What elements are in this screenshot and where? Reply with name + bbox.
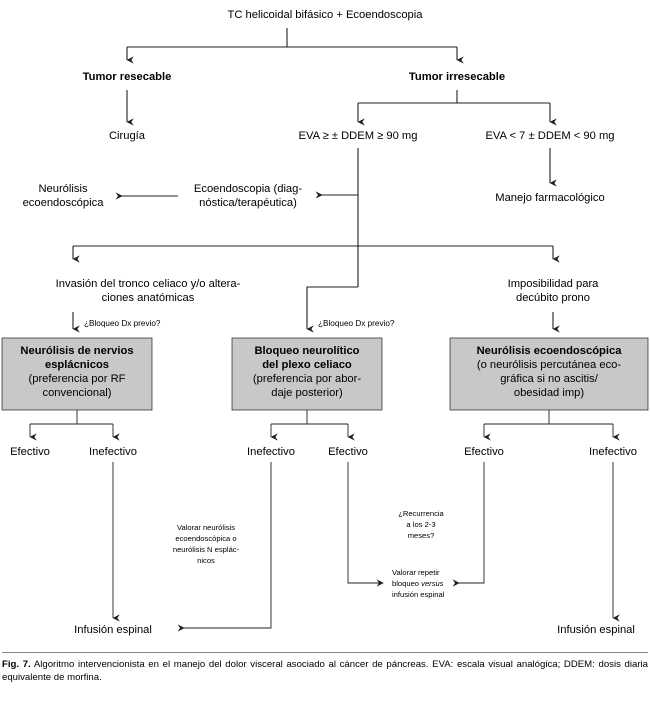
box2-line1: Bloqueo neurolítico bbox=[254, 345, 359, 357]
caption-divider bbox=[2, 652, 648, 653]
annotation-valorar-repetir-line3: infusión espinal bbox=[392, 590, 445, 599]
box-neurolisis-ecoendoscopica[interactable] bbox=[449, 337, 649, 411]
node-ecoendoscopia-line1: Ecoendoscopia (diag- bbox=[194, 183, 302, 195]
node-invasion-tronco-line1: Invasión del tronco celiaco y/o altera- bbox=[56, 278, 241, 290]
box2-line4: daje posterior) bbox=[271, 387, 343, 399]
box1-line3: (preferencia por RF bbox=[29, 373, 126, 385]
edge-label-bloqueo-dx-middle: ¿Bloqueo Dx previo? bbox=[318, 319, 395, 328]
edge-box3-efectivo-to-valorar-repetir bbox=[452, 462, 485, 587]
figure-caption-text: Algoritmo intervencionista en el manejo … bbox=[2, 659, 648, 684]
outcome-box2-left: Inefectivo bbox=[247, 446, 295, 458]
annotation-recurrencia-line2: a los 2-3 bbox=[406, 520, 435, 529]
box1-line1: Neurólisis de nervios bbox=[20, 345, 133, 357]
box3-line1: Neurólisis ecoendoscópica bbox=[477, 345, 623, 357]
flowchart-diagram: TC helicoidal bifásico + Ecoendoscopia T… bbox=[1, 9, 649, 636]
annotation-valorar-neurolisis-line3: neurólisis N esplác- bbox=[173, 545, 240, 554]
outcome-box1-right: Inefectivo bbox=[89, 446, 137, 458]
annotation-valorar-neurolisis-line2: ecoendoscópica o bbox=[175, 534, 236, 543]
edge-box2-inefectivo-to-infusion bbox=[177, 462, 272, 632]
annotation-valorar-repetir-line1: Valorar repetir bbox=[392, 568, 440, 577]
node-infusion-espinal-right: Infusión espinal bbox=[557, 624, 635, 636]
box2-line3: (preferencia por abor- bbox=[253, 373, 361, 385]
outcome-box3-right: Inefectivo bbox=[589, 446, 637, 458]
annotation-valorar-neurolisis-line1: Valorar neurólisis bbox=[177, 523, 235, 532]
node-manejo-farmacologico-label: Manejo farmacológico bbox=[495, 192, 604, 204]
node-eva-low-label: EVA < 7 ± DDEM < 90 mg bbox=[485, 130, 614, 142]
node-imposibilidad-line1: Imposibilidad para bbox=[508, 278, 600, 290]
box-neurolisis-esplacnicos[interactable] bbox=[1, 337, 153, 411]
outcome-box1-left: Efectivo bbox=[10, 446, 50, 458]
node-imposibilidad-line2: decúbito prono bbox=[516, 292, 590, 304]
box1-line4: convencional) bbox=[42, 387, 111, 399]
node-cirugia-label: Cirugía bbox=[109, 130, 146, 142]
box3-line3: gráfica si no ascitis/ bbox=[500, 373, 599, 385]
box2-line2: del plexo celiaco bbox=[262, 359, 352, 371]
edge-box2-efectivo-to-valorar-repetir bbox=[347, 462, 384, 587]
annotation-valorar-repetir-line2: bloqueo versus bbox=[392, 579, 444, 588]
node-tumor-irresecable-label: Tumor irresecable bbox=[409, 71, 505, 83]
node-infusion-espinal-left: Infusión espinal bbox=[74, 624, 152, 636]
node-invasion-tronco-line2: ciones anatómicas bbox=[102, 292, 195, 304]
outcome-box2-right: Efectivo bbox=[328, 446, 368, 458]
valorar-repetir-pre: bloqueo bbox=[392, 579, 421, 588]
annotation-recurrencia-line1: ¿Recurrencia bbox=[398, 509, 444, 518]
edge-trunk-to-box2 bbox=[306, 286, 358, 333]
node-eva-high-label: EVA ≥ ± DDEM ≥ 90 mg bbox=[299, 130, 418, 142]
edge-label-bloqueo-dx-left: ¿Bloqueo Dx previo? bbox=[84, 319, 161, 328]
figure-number: Fig. 7. bbox=[2, 659, 31, 670]
node-neurolisis-ecoendoscopica-line2: ecoendoscópica bbox=[23, 197, 105, 209]
figure-caption: Fig. 7. Algoritmo intervencionista en el… bbox=[0, 652, 650, 684]
annotation-valorar-neurolisis-line4: nicos bbox=[197, 556, 215, 565]
valorar-repetir-versus: versus bbox=[421, 579, 444, 588]
node-root-label: TC helicoidal bifásico + Ecoendoscopia bbox=[228, 9, 424, 21]
box-bloqueo-plexo-celiaco[interactable] bbox=[231, 337, 383, 411]
annotation-recurrencia-line3: meses? bbox=[408, 531, 435, 540]
box1-line2: esplácnicos bbox=[45, 359, 109, 371]
node-ecoendoscopia-line2: nóstica/terapéutica) bbox=[199, 197, 297, 209]
node-neurolisis-ecoendoscopica-line1: Neurólisis bbox=[38, 183, 88, 195]
box3-line2: (o neurólisis percutánea eco- bbox=[477, 359, 622, 371]
node-tumor-resecable-label: Tumor resecable bbox=[83, 71, 172, 83]
outcome-box3-left: Efectivo bbox=[464, 446, 504, 458]
box3-line4: obesidad imp) bbox=[514, 387, 585, 399]
